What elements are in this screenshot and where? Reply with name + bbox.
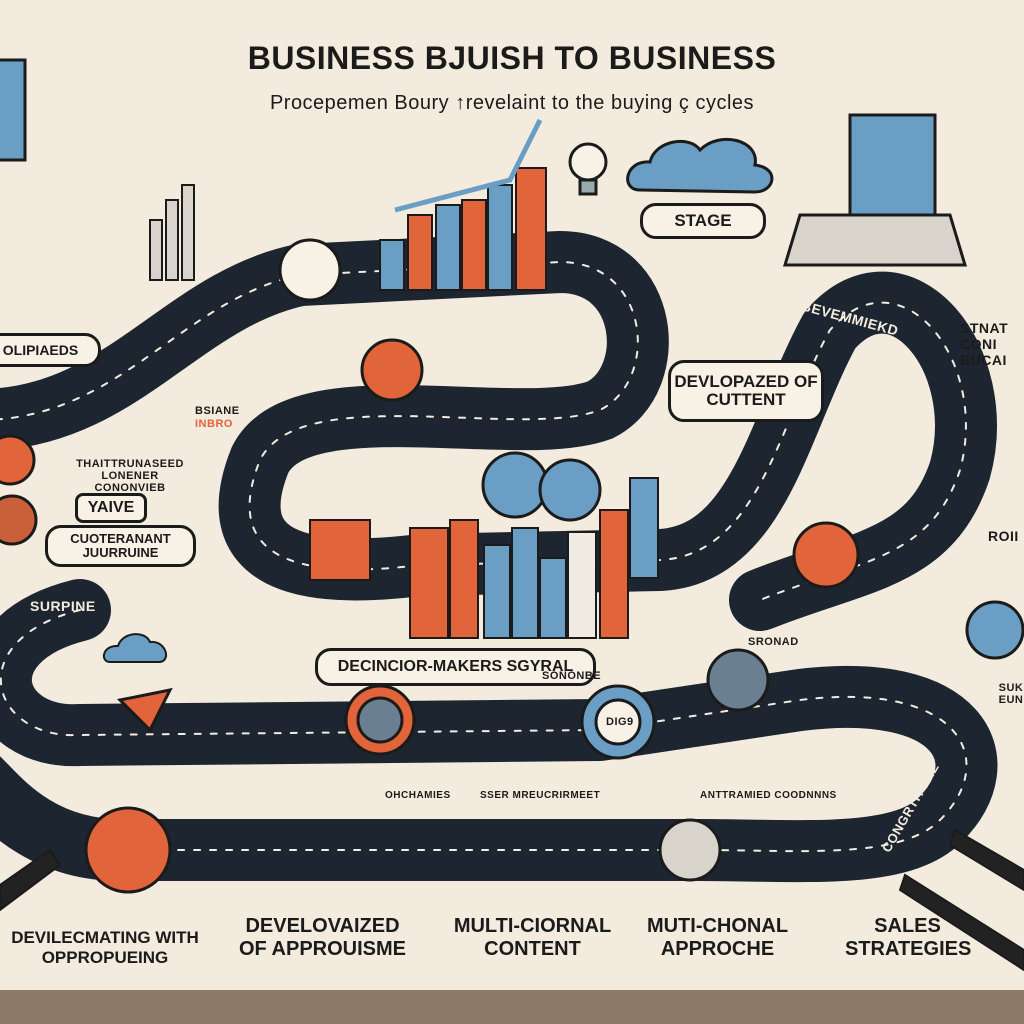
token: [0, 434, 36, 486]
label-stage: STAGE: [640, 203, 766, 239]
label-suk: SUK EUN: [998, 682, 1024, 706]
label-inbro: INBRO: [195, 418, 233, 430]
bottom-label-2: DEVELOVAIZED OF APPROUISME: [238, 915, 407, 960]
label-decision-makers: DECINEM-MIEKERS: [380, 320, 550, 339]
label-sser: SSER MREUCRIRMEET: [480, 790, 601, 801]
bottom-label-5: SALES STRATEGIES: [845, 915, 972, 960]
label-yaive: YAIVE: [75, 493, 147, 523]
token: [481, 451, 549, 519]
bottom-label-1: DEVILECMATING WITH OPPROPUEING: [11, 928, 199, 967]
token: [538, 458, 602, 522]
laptop-icon: [782, 113, 968, 267]
label-surpine: SURPINE: [30, 598, 96, 614]
bottom-label-4: MUTI-CHONAL APPROCHE: [646, 915, 789, 960]
token: [658, 818, 722, 882]
road-dashes: [0, 609, 968, 853]
label-strat: STNAT CONI BUCAI: [960, 320, 1009, 368]
token: [792, 521, 860, 589]
page-subtitle: Procepemen Boury ↑revelaint to the buyin…: [269, 92, 755, 114]
table-edge: [0, 990, 1024, 1024]
bar-cluster-top: [379, 167, 547, 291]
label-sononbe: SONONBE: [542, 670, 602, 682]
label-sronad: SRONAD: [748, 636, 799, 648]
cloud-icon: [626, 137, 774, 194]
lightbulb-icon: [568, 142, 608, 196]
token: [706, 648, 770, 712]
label-customer-journey: CUOTERANANT JUURRUINE: [45, 525, 196, 567]
token: [594, 698, 642, 746]
bar-cluster-left: [149, 184, 195, 281]
growth-arrow: [394, 118, 543, 213]
label-dig9: DIG9: [606, 716, 634, 728]
label-decision-makers-spiral: DECINCIOR-MAKERS SGYRAL: [315, 648, 596, 686]
laptop-icon: [0, 58, 27, 162]
token: [84, 806, 172, 894]
pencil-icon: [0, 828, 1024, 972]
token: [965, 600, 1024, 660]
label-anttramied: ANTTRAMIED COODNNNS: [700, 790, 837, 801]
page-title: BUSINESS BJUISH TO BUSINESS: [247, 40, 777, 76]
token: [356, 696, 404, 744]
token: [278, 238, 342, 302]
label-roii: ROII: [988, 528, 1019, 544]
cloud-icon: [102, 633, 168, 663]
token: [0, 494, 38, 546]
label-bunust: BUNUST: [535, 355, 597, 371]
label-bsiane: BSIANE: [195, 405, 240, 417]
bar-cluster-center: [309, 477, 659, 639]
label-developazed-content: DEVLOPAZED OF CUTTENT: [668, 360, 824, 422]
play-icon: [116, 687, 173, 733]
label-ohchamies: OHCHAMIES: [385, 790, 451, 801]
label-olipiaeds: OLIPIAEDS: [0, 333, 101, 367]
token: [360, 338, 424, 402]
label-thaittrunaseed: THAITTRUNASEED LONENER CONONVIEB: [76, 458, 184, 494]
bottom-label-3: MULTI-CIORNAL CONTENT: [453, 915, 612, 960]
road-dashes: [0, 261, 967, 601]
